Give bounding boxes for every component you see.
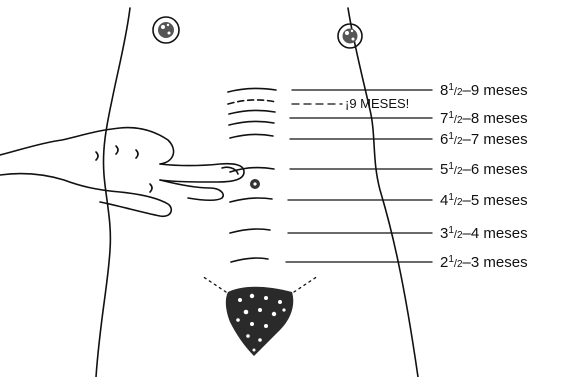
month-label-rest: –7 meses [463, 131, 528, 148]
month-label-rest: –8 meses [463, 110, 528, 127]
month-label-whole: 3 [440, 225, 448, 242]
month-label-whole: 6 [440, 131, 448, 148]
month-label: 71/2–8 meses [440, 110, 528, 127]
month-label-whole: 8 [440, 82, 448, 99]
month-label-rest: –4 meses [463, 225, 528, 242]
nine-months-marker-label: ¡9 MESES! [345, 96, 409, 111]
month-label: 61/2–7 meses [440, 131, 528, 148]
month-label-whole: 2 [440, 254, 448, 271]
month-label: 31/2–4 meses [440, 225, 528, 242]
left-nipple-icon [153, 17, 179, 43]
month-label-whole: 4 [440, 192, 448, 209]
right-nipple-icon [338, 24, 362, 48]
month-label-rest: –6 meses [463, 161, 528, 178]
month-label-whole: 7 [440, 110, 448, 127]
month-label: 41/2–5 meses [440, 192, 528, 209]
month-label-rest: –5 meses [463, 192, 528, 209]
fundal-height-arcs [228, 88, 276, 262]
month-label-rest: –9 meses [463, 82, 528, 99]
pubic-hair-icon [202, 276, 318, 356]
month-label-rest: –3 meses [463, 254, 528, 271]
navel-icon [250, 179, 260, 189]
month-labels: 81/2–9 meses 71/2–8 meses 61/2–7 meses 51/2… [440, 82, 528, 271]
month-label: 81/2–9 meses [440, 82, 528, 99]
pointer-lines [286, 90, 432, 262]
month-label-whole: 5 [440, 161, 448, 178]
measuring-hand-icon [0, 128, 244, 217]
month-label: 51/2–6 meses [440, 161, 528, 178]
month-label: 21/2–3 meses [440, 254, 528, 271]
